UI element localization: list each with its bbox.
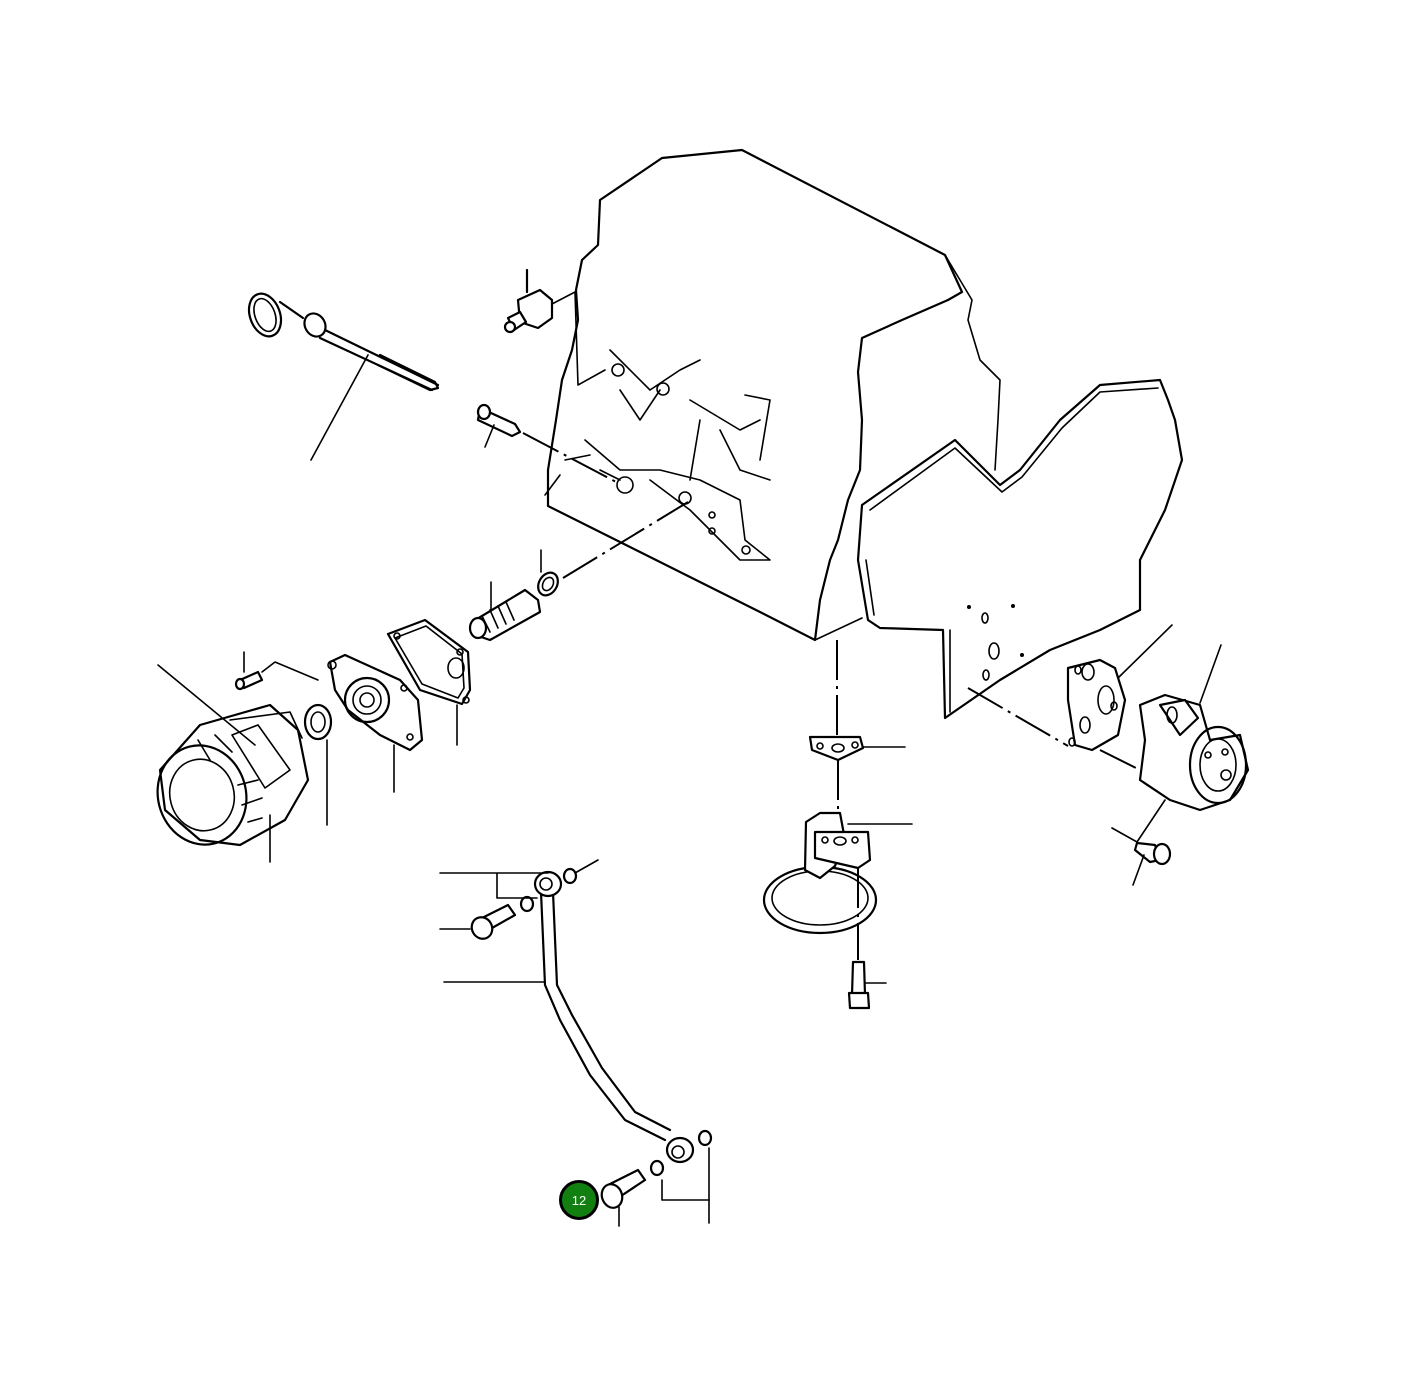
oil-strainer[interactable] (762, 760, 913, 935)
pump-bolt[interactable] (1111, 799, 1172, 886)
banjo-bolt-upper[interactable] (439, 859, 599, 943)
oil-pressure-switch[interactable] (503, 268, 606, 386)
callout-label: 12 (571, 1192, 587, 1208)
pump-gasket[interactable] (967, 624, 1173, 752)
oil-pipe[interactable] (443, 870, 695, 1164)
part-callout-12[interactable]: 12 (559, 1180, 599, 1220)
oil-filter[interactable] (147, 664, 310, 863)
oil-pump[interactable] (1099, 644, 1250, 812)
strainer-bolt[interactable] (847, 868, 887, 1010)
bracket-gasket[interactable] (386, 618, 472, 746)
dowel-pin[interactable] (476, 403, 619, 484)
strainer-gasket[interactable] (808, 640, 906, 762)
filter-bracket[interactable] (327, 653, 424, 793)
timing-cover-plate[interactable] (856, 378, 1184, 720)
o-ring[interactable] (534, 549, 562, 599)
relief-valve[interactable] (468, 581, 542, 642)
oil-dipstick[interactable] (243, 289, 440, 461)
assembly-axis-line (562, 501, 689, 579)
filter-nipple[interactable] (303, 703, 333, 826)
banjo-bolt-lower[interactable] (598, 1129, 713, 1227)
engine-block[interactable] (544, 148, 1001, 642)
filter-bolt[interactable] (234, 651, 319, 691)
